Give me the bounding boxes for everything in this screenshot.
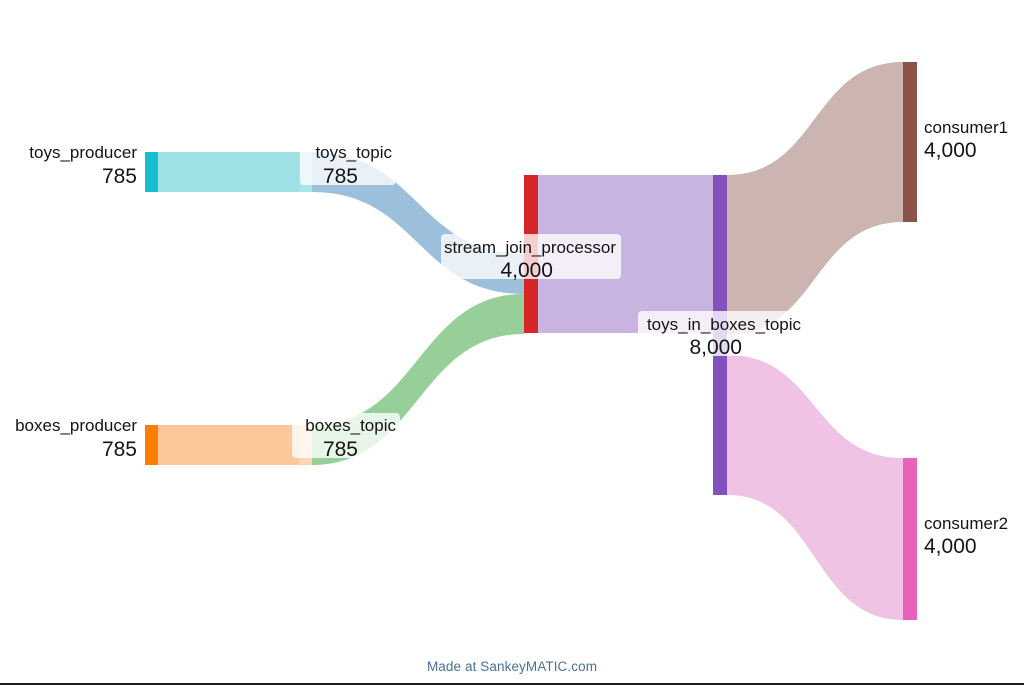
label-boxes_topic-name: boxes_topic bbox=[305, 416, 396, 435]
node-consumer1[interactable] bbox=[903, 62, 917, 222]
label-stream_join_processor-value: 4,000 bbox=[500, 259, 553, 282]
label-consumer2-value: 4,000 bbox=[924, 535, 977, 558]
label-group-stream_join_processor: stream_join_processor 4,000 bbox=[441, 234, 621, 282]
node-toys_producer[interactable] bbox=[145, 152, 158, 192]
label-group-toys_producer: toys_producer 785 bbox=[23, 140, 141, 188]
label-boxes_topic-value: 785 bbox=[323, 438, 358, 461]
label-bg-boxes_producer bbox=[12, 413, 142, 458]
link-toys_in_boxes_topic-to-consumer2 bbox=[727, 355, 903, 620]
link-stream_join_processor-to-toys_in_boxes_topic bbox=[538, 175, 713, 333]
node-consumer2[interactable] bbox=[903, 458, 917, 620]
label-bg-toys_producer bbox=[23, 140, 141, 185]
label-bg-toys_topic bbox=[300, 140, 396, 185]
link-toys_in_boxes_topic-to-consumer1 bbox=[727, 62, 903, 335]
sankeymatic-credit[interactable]: Made at SankeyMATIC.com bbox=[426, 659, 598, 674]
label-group-boxes_producer: boxes_producer 785 bbox=[12, 413, 142, 461]
label-consumer1-name: consumer1 bbox=[924, 118, 1008, 137]
node-boxes_producer[interactable] bbox=[145, 425, 158, 465]
label-bg-consumer2 bbox=[920, 510, 1016, 555]
label-bg-consumer1 bbox=[920, 114, 1016, 159]
label-toys_producer-name: toys_producer bbox=[29, 143, 137, 162]
label-group-consumer1: consumer1 4,000 bbox=[920, 114, 1016, 162]
sankey-labels: toys_producer 785 toys_topic 785 boxes_p… bbox=[12, 114, 1016, 558]
label-group-consumer2: consumer2 4,000 bbox=[920, 510, 1016, 558]
link-toys_producer-to-toys_topic bbox=[158, 152, 299, 192]
bottom-rule bbox=[0, 683, 1024, 685]
label-bg-stream_join_processor bbox=[441, 234, 621, 279]
label-boxes_producer-value: 785 bbox=[102, 438, 137, 461]
label-group-toys_topic: toys_topic 785 bbox=[300, 140, 396, 188]
label-boxes_producer-name: boxes_producer bbox=[15, 416, 137, 435]
label-group-boxes_topic: boxes_topic 785 bbox=[292, 413, 400, 461]
label-consumer2-name: consumer2 bbox=[924, 514, 1008, 533]
label-bg-toys_in_boxes_topic bbox=[638, 311, 806, 356]
link-boxes_producer-to-boxes_topic bbox=[158, 425, 299, 465]
label-stream_join_processor-name: stream_join_processor bbox=[444, 238, 616, 257]
label-toys_producer-value: 785 bbox=[102, 165, 137, 188]
label-toys_topic-value: 785 bbox=[323, 165, 358, 188]
label-consumer1-value: 4,000 bbox=[924, 139, 977, 162]
label-toys_topic-name: toys_topic bbox=[315, 143, 392, 162]
label-bg-boxes_topic bbox=[292, 413, 400, 458]
label-group-toys_in_boxes_topic: toys_in_boxes_topic 8,000 bbox=[638, 311, 806, 359]
label-toys_in_boxes_topic-value: 8,000 bbox=[689, 336, 742, 359]
label-toys_in_boxes_topic-name: toys_in_boxes_topic bbox=[647, 315, 802, 334]
